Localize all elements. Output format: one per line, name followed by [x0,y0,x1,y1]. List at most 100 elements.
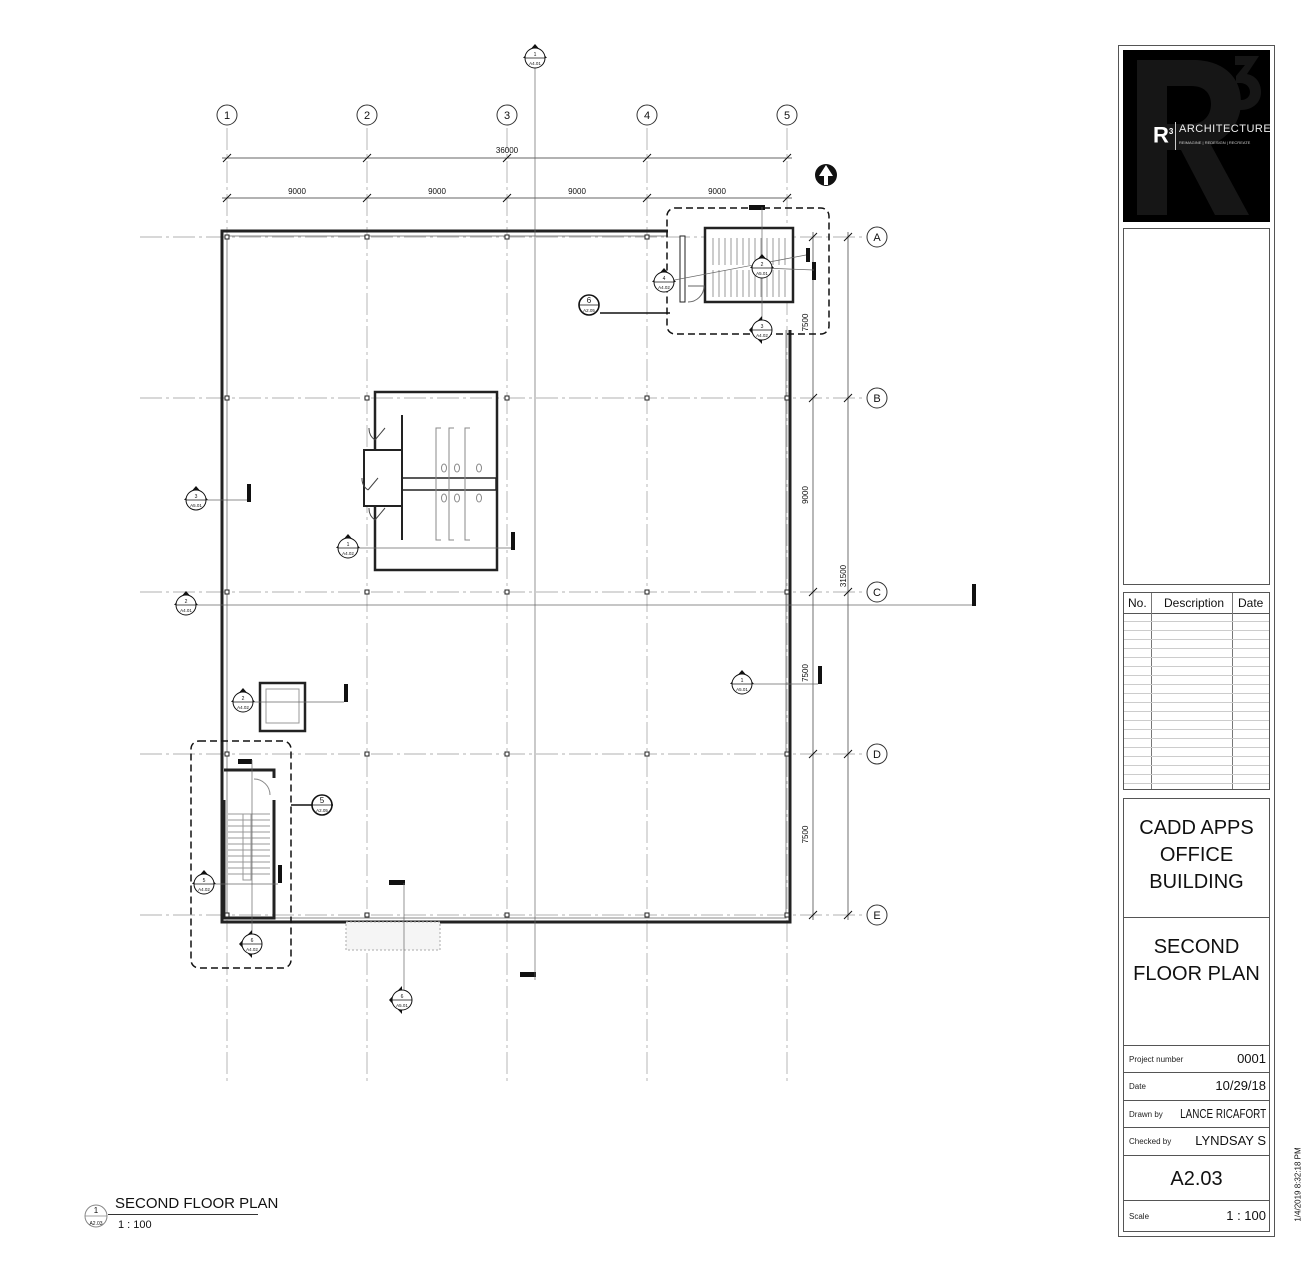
grid-bubble [216,104,238,126]
revision-row [1124,639,1269,640]
entrance-canopy [345,921,441,951]
dimension-tick [502,153,512,163]
toilet-partition [464,427,470,541]
callout-sheet: A4.02 [237,705,249,710]
north-arrow-icon [819,165,833,185]
rev-header-description: Description [1164,596,1225,610]
date-value: 10/29/18 [1215,1078,1266,1093]
column [644,589,650,595]
section-mark [238,759,252,764]
section-mark [806,248,810,262]
grid-bubble [356,104,378,126]
column [644,395,650,401]
callout-number: 1 [534,52,537,58]
callout-sheet: A5.01 [396,1003,408,1008]
dimension-vertical-bay: 7500 [801,825,810,843]
toilet-partition [435,427,441,541]
revision-row [1124,693,1269,694]
revision-row [1124,666,1269,667]
dimension-bay: 9000 [428,187,446,196]
restroom-vestibule [363,449,403,507]
logo: R3 ARCHITECTURE REIMAGINE | REDESIGN | R… [1123,50,1270,222]
grid-bubble [866,743,888,765]
view-scale: 1 : 100 [118,1219,152,1231]
toilet [454,463,460,473]
dimension-tick [843,749,853,759]
column [224,589,230,595]
column [784,751,790,757]
view-title-underline [108,1214,258,1215]
section-mark [818,666,822,684]
callout-sheet: A4.02 [246,947,258,952]
door-swing [253,778,271,796]
revision-row [1124,720,1269,721]
grid-label-A: A [873,232,881,244]
stair-wall [224,768,276,778]
door-swing [368,507,386,521]
project-number: 0001 [1237,1051,1266,1066]
callout-number: 6 [587,296,592,305]
revision-row [1124,729,1269,730]
column [364,751,370,757]
column [364,395,370,401]
callout-number: 5 [203,878,206,884]
section-mark [344,684,348,702]
grid-label-4: 4 [644,110,650,122]
grid-bubble [866,387,888,409]
column [784,912,790,918]
grid-label-1: 1 [224,110,230,122]
grid-label-B: B [873,393,880,405]
dimension-tick [808,749,818,759]
callout-number: 4 [663,276,666,282]
revision-table: No. Description Date [1123,592,1270,790]
grid-bubble [636,104,658,126]
grid-bubble [866,581,888,603]
grid-label-C: C [873,587,881,599]
stair-wall [222,800,276,920]
toilet-partition [448,427,454,541]
dimension-tick [222,153,232,163]
wall [679,235,686,303]
callout-sheet: A4.02 [756,333,768,338]
toilet [441,463,447,473]
grid-label-5: 5 [784,110,790,122]
revision-row [1124,648,1269,649]
callout-number: 1 [347,542,350,548]
dimension-tick [642,193,652,203]
exterior-wall-inner [226,235,787,919]
date-label: Date [1129,1082,1146,1091]
dimension-tick [502,193,512,203]
dimension-bay: 9000 [288,187,306,196]
view-title-sheet: A2.03 [89,1221,102,1227]
dimension-tick [362,193,372,203]
stair-enclosure-boundary [190,740,292,969]
grid-label-2: 2 [364,110,370,122]
dimension-tick [808,393,818,403]
callout-sheet: A2.05 [583,308,595,313]
section-mark [278,865,282,883]
column [224,395,230,401]
dimension-overall-depth: 31500 [839,564,848,587]
callout-number: 1 [741,678,744,684]
grid-bubble [866,904,888,926]
checked-by-label: Checked by [1129,1137,1172,1146]
column [784,395,790,401]
grid-bubble [776,104,798,126]
elevator-car [265,688,300,724]
column [224,912,230,918]
callout-sheet: A4.02 [198,887,210,892]
column [644,912,650,918]
stair-landing [242,813,252,881]
dimension-tick [843,587,853,597]
dimension-overall-width: 36000 [496,146,519,155]
column [504,234,510,240]
title-block [1118,45,1275,1237]
notes-box [1123,228,1270,585]
revision-row [1124,738,1269,739]
scale-label: Scale [1129,1212,1150,1221]
callout-number: 5 [320,796,325,805]
dimension-vertical-bay: 7500 [801,313,810,331]
column [224,751,230,757]
column [504,751,510,757]
